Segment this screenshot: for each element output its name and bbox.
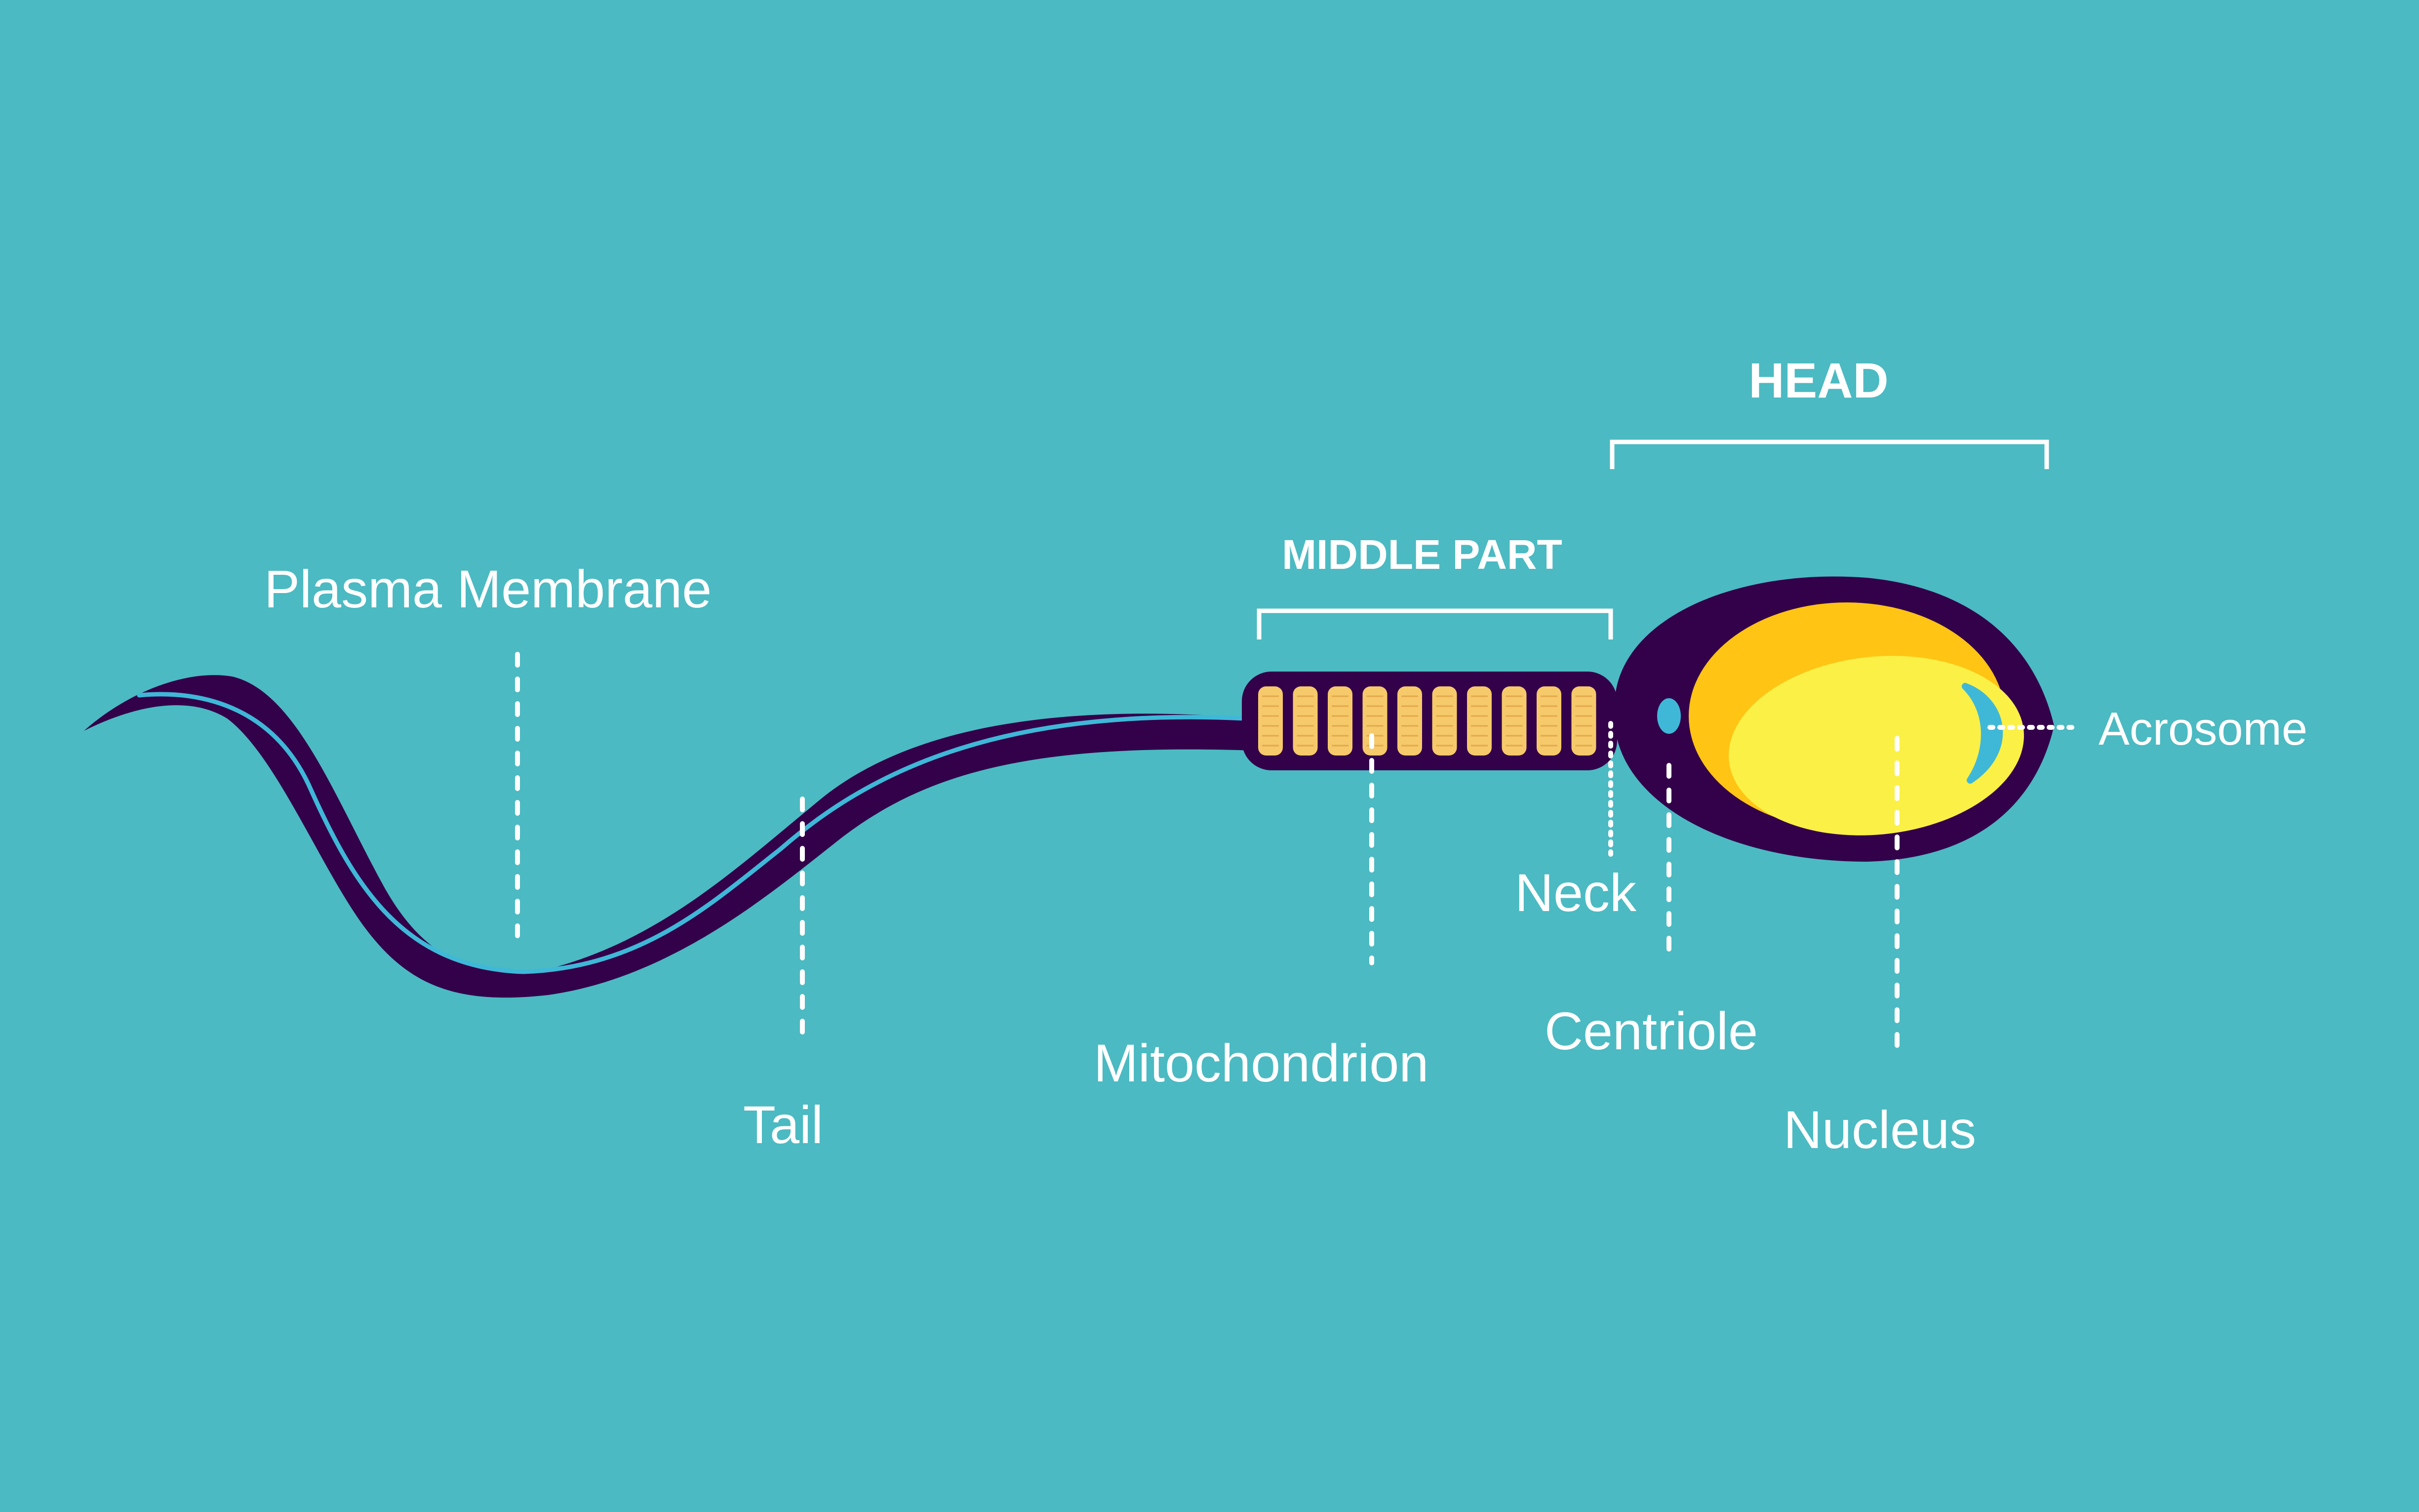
mitochondrion-segment: [1328, 686, 1352, 756]
middle-part-bracket: [1257, 608, 1613, 639]
mitochondrion-label: Mitochondrion: [1094, 1033, 1428, 1093]
head-bracket: [1610, 439, 2049, 469]
tail-filament: [137, 692, 1247, 974]
mitochondrion-segment: [1502, 686, 1527, 756]
nucleus-inner: [1729, 656, 2024, 836]
mitochondrion-segment: [1362, 686, 1388, 756]
acrosome-shape: [1962, 683, 2003, 784]
mitochondrion-segment: [1293, 686, 1318, 756]
nucleus-label: Nucleus: [1784, 1100, 1976, 1159]
plasma-membrane-label: Plasma Membrane: [264, 559, 712, 619]
leader-lines: [515, 652, 2081, 1052]
tail-body: [84, 675, 1254, 998]
middle-part-header: MIDDLE PART: [1282, 531, 1562, 578]
mitochondrion-segment: [1432, 686, 1457, 756]
acrosome-label: Acrosome: [2099, 703, 2307, 755]
centriole-label: Centriole: [1545, 1001, 1758, 1061]
mitochondria-group: [1258, 686, 1596, 756]
mitochondrion-segment: [1397, 686, 1422, 756]
mitochondrion-segment: [1571, 686, 1596, 756]
mitochondrion-segment: [1467, 686, 1492, 756]
head-header: HEAD: [1748, 353, 1888, 408]
tail-label: Tail: [743, 1095, 823, 1154]
mitochondrion-segment: [1537, 686, 1561, 756]
centriole-shape: [1657, 698, 1681, 734]
neck-label: Neck: [1515, 863, 1637, 922]
mitochondrion-segment: [1258, 686, 1283, 756]
